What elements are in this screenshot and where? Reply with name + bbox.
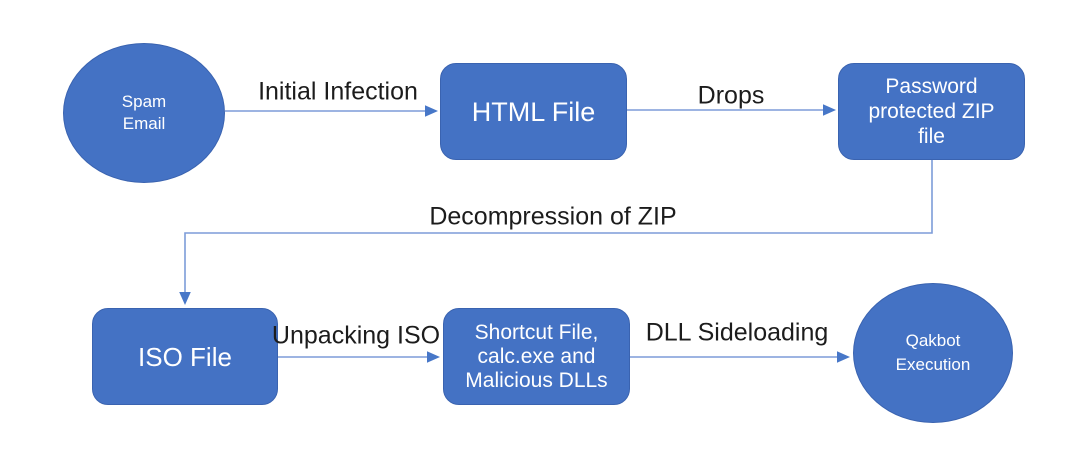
- arrowhead-down-icon: [179, 292, 191, 305]
- edge-dll-sideloading: [630, 351, 850, 363]
- arrowhead-right-icon: [837, 351, 850, 363]
- edge-label-decompression-of-zip: Decompression of ZIP: [429, 202, 677, 231]
- edge-label-initial-infection: Initial Infection: [258, 77, 418, 106]
- arrowhead-right-icon: [427, 351, 440, 363]
- edge-decompression-of-zip: [179, 160, 933, 305]
- node-qakbot-execution: Qakbot Execution: [853, 283, 1013, 423]
- node-iso-file: ISO File: [92, 308, 278, 405]
- node-spam-email-label-line1: Spam: [121, 92, 167, 111]
- node-zip-label-line1: Password: [885, 75, 978, 98]
- node-shortcut-label-line3: Malicious DLLs: [465, 368, 608, 392]
- node-zip-label-line2: protected ZIP: [868, 100, 995, 123]
- node-html-file-label: HTML File: [471, 96, 596, 127]
- node-qakbot-label-line2: Execution: [895, 355, 971, 374]
- node-zip-label-line3: file: [918, 125, 945, 148]
- edge-label-unpacking-iso: Unpacking ISO: [271, 321, 441, 350]
- node-html-file: HTML File: [440, 63, 627, 160]
- arrowhead-right-icon: [823, 104, 836, 116]
- node-shortcut-label-line1: Shortcut File,: [474, 320, 599, 344]
- node-qakbot-label-line1: Qakbot: [905, 331, 961, 350]
- edge-unpacking-iso: [278, 351, 440, 363]
- edge-label-drops: Drops: [697, 81, 765, 110]
- arrowhead-right-icon: [425, 105, 438, 117]
- edge-initial-infection: [225, 105, 438, 117]
- node-password-protected-zip: Password protected ZIP file: [838, 63, 1025, 160]
- edge-label-dll-sideloading: DLL Sideloading: [645, 318, 829, 347]
- node-shortcut-file: Shortcut File, calc.exe and Malicious DL…: [443, 308, 630, 405]
- node-spam-email: Spam Email: [63, 43, 225, 183]
- node-iso-file-label: ISO File: [138, 341, 232, 372]
- node-shortcut-label-line2: calc.exe and: [477, 344, 596, 368]
- node-spam-email-label-line2: Email: [122, 114, 166, 133]
